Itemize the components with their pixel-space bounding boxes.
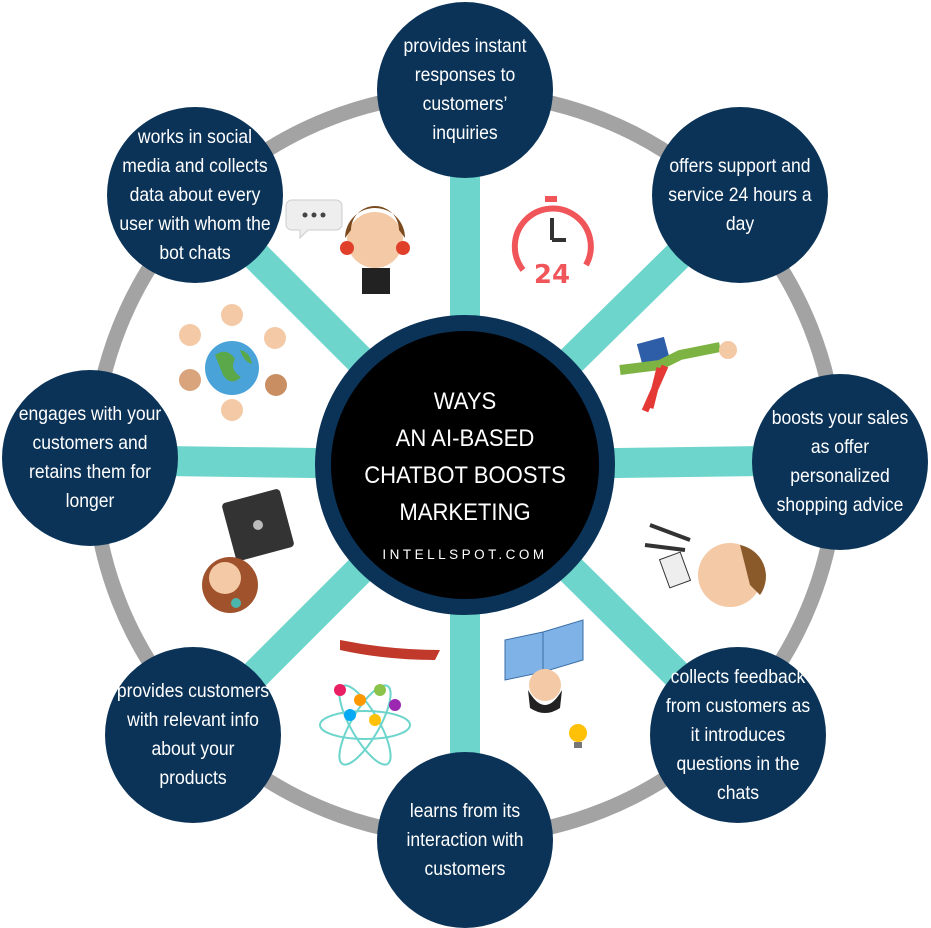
node-boosts-sales: boosts your sales as offer personalized … bbox=[752, 374, 928, 550]
node-text: learns from its interaction with custome… bbox=[406, 799, 524, 880]
chat-bubble-icon bbox=[285, 199, 410, 294]
node-support-24h: offers support and service 24 hours a da… bbox=[652, 107, 828, 283]
node-learns: learns from its interaction with custome… bbox=[377, 752, 553, 928]
node-text: provides customers with relevant info ab… bbox=[116, 680, 270, 789]
doctor-clipboard-icon bbox=[644, 523, 766, 607]
node-text: collects feedback from customers as it i… bbox=[665, 665, 811, 804]
person-flying-icon bbox=[619, 336, 737, 413]
svg-text:24: 24 bbox=[534, 260, 570, 290]
atom-book-icon bbox=[319, 640, 440, 766]
title-line: CHATBOT BOOSTS bbox=[364, 462, 566, 489]
node-instant-responses: provides instant responses to customers’… bbox=[377, 2, 553, 178]
node-collects-feedback: collects feedback from customers as it i… bbox=[650, 647, 826, 823]
center-title-circle: WAYS AN AI-BASED CHATBOT BOOSTS MARKETIN… bbox=[315, 315, 615, 615]
site-credit: INTELLSPOT.COM bbox=[382, 547, 548, 562]
node-text: engages with your customers and retains … bbox=[18, 403, 162, 512]
globe-people-icon bbox=[179, 304, 287, 421]
person-book-lightbulb-icon bbox=[504, 619, 587, 748]
node-text: boosts your sales as offer personalized … bbox=[771, 407, 909, 516]
person-laptop-icon bbox=[202, 489, 294, 613]
title-line: WAYS bbox=[433, 388, 497, 415]
center-title: WAYS AN AI-BASED CHATBOT BOOSTS MARKETIN… bbox=[342, 383, 589, 531]
node-social-media: works in social media and collects data … bbox=[107, 107, 283, 283]
node-engages: engages with your customers and retains … bbox=[2, 370, 178, 546]
clock-24-icon: 24 bbox=[511, 196, 594, 290]
node-text: provides instant responses to customers’… bbox=[403, 35, 527, 144]
node-text: works in social media and collects data … bbox=[119, 125, 271, 264]
node-relevant-info: provides customers with relevant info ab… bbox=[105, 647, 281, 823]
title-line: MARKETING bbox=[399, 499, 531, 526]
title-line: AN AI-BASED bbox=[395, 425, 535, 452]
node-text: offers support and service 24 hours a da… bbox=[668, 154, 812, 235]
